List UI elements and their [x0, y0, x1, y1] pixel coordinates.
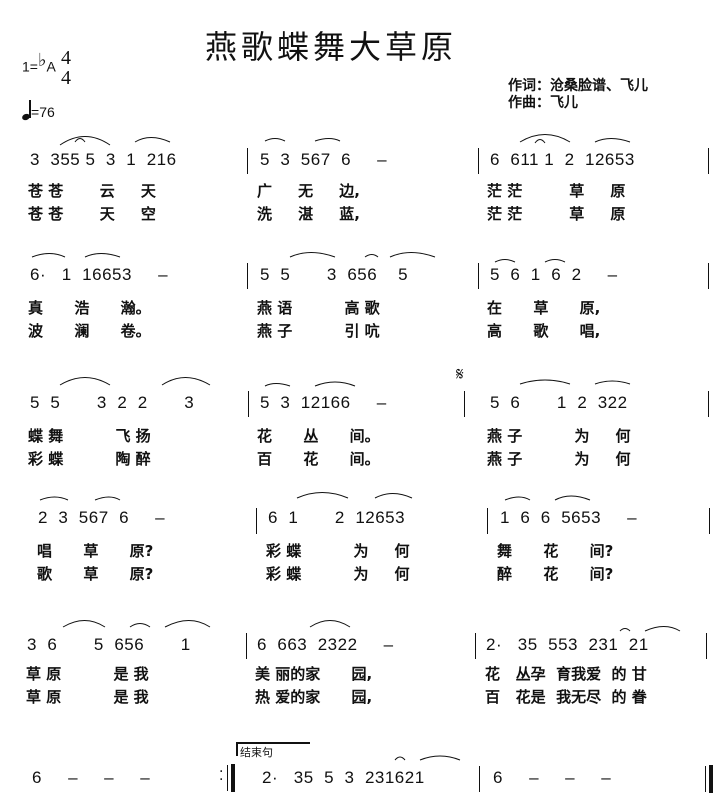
- measure-12-lyrics-verse2: 醉 花 间?: [497, 565, 614, 583]
- ending-label: 结束句: [240, 746, 273, 759]
- tempo-equals: =: [31, 104, 40, 120]
- flat-icon: ♭: [37, 49, 47, 70]
- final-barline-thick: [709, 765, 713, 793]
- barline: [247, 263, 248, 289]
- measure-9-notes: 5 6 1 2 322: [490, 393, 628, 412]
- barline: [478, 263, 479, 289]
- barline: [706, 633, 707, 659]
- measure-1-notes: 3 355 5 3 1 216: [30, 150, 177, 169]
- barline: [246, 633, 247, 659]
- measure-9-lyrics-verse2: 燕 子 为 何: [487, 450, 631, 468]
- tempo-bpm: 76: [39, 104, 55, 120]
- barline: [709, 508, 710, 534]
- measure-8-lyrics-verse1: 花 丛 间。: [257, 427, 380, 445]
- composer-credit: 作曲：飞儿: [508, 95, 578, 111]
- measure-12-lyrics-verse1: 舞 花 间?: [497, 542, 614, 560]
- barline: [256, 508, 257, 534]
- barline: [247, 148, 248, 174]
- measure-11-lyrics-verse1: 彩 蝶 为 何: [266, 542, 410, 560]
- barline: [708, 263, 709, 289]
- measure-6-notes: 5 6 1 6 2 –: [490, 265, 618, 284]
- barline: [708, 391, 709, 417]
- quarter-note-icon: [22, 100, 31, 120]
- measure-11-notes: 6 1 2 12653: [268, 508, 406, 527]
- measure-10-notes: 2 3 567 6 –: [38, 508, 166, 527]
- measure-5-lyrics-verse1: 燕 语 高 歌: [257, 299, 380, 317]
- key-note: A: [46, 58, 56, 75]
- barline: [487, 508, 488, 534]
- credits: 作词：沧桑脸谱、飞儿 作曲：飞儿: [508, 78, 648, 112]
- measure-3-notes: 6 611 1 2 12653: [490, 150, 635, 169]
- measure-2-lyrics-verse1: 广 无 边,: [257, 182, 360, 200]
- measure-4-notes: 6· 1 16653 –: [30, 265, 169, 284]
- barline: [248, 391, 249, 417]
- measure-14-lyrics-verse2: 热 爱的家 园,: [255, 688, 373, 706]
- barline: [475, 633, 476, 659]
- measure-8-notes: 5 3 12166 –: [260, 393, 387, 412]
- score-title: 燕歌蝶舞大草原: [205, 28, 458, 66]
- repeat-barline-thick: [231, 764, 235, 792]
- measure-6-lyrics-verse2: 高 歌 唱,: [487, 322, 601, 340]
- measure-2-notes: 5 3 567 6 –: [260, 150, 388, 169]
- ending-bracket: 结束句: [236, 742, 310, 759]
- measure-10-lyrics-verse1: 唱 草 原?: [37, 542, 154, 560]
- time-bottom: 4: [60, 67, 71, 89]
- measure-1-lyrics-verse1: 苍 苍 云 天: [28, 182, 156, 200]
- measure-8-lyrics-verse2: 百 花 间。: [257, 450, 380, 468]
- measure-3-lyrics-verse2: 茫 茫 草 原: [487, 205, 626, 223]
- repeat-dots: ··: [219, 764, 224, 788]
- segno-icon: 𝄋: [456, 364, 464, 385]
- measure-7-lyrics-verse1: 蝶 舞 飞 扬: [28, 427, 151, 445]
- measure-4-lyrics-verse1: 真 浩 瀚。: [28, 299, 151, 317]
- time-top: 4: [60, 47, 71, 69]
- measure-11-lyrics-verse2: 彩 蝶 为 何: [266, 565, 410, 583]
- measure-14-notes: 6 663 2322 –: [257, 635, 394, 654]
- repeat-barline-thin: [227, 765, 228, 791]
- barline: [479, 766, 480, 792]
- tempo-marking: =76: [22, 100, 55, 120]
- measure-17-notes: 2· 35 5 3 231621: [262, 768, 425, 787]
- key-prefix: 1=: [22, 58, 38, 75]
- measure-15-lyrics-verse1: 花 丛孕 育我爱 的 甘: [485, 665, 647, 683]
- measure-16-notes: 6 – – –: [32, 768, 151, 787]
- final-barline-thin: [705, 766, 706, 792]
- measure-3-lyrics-verse1: 茫 茫 草 原: [487, 182, 626, 200]
- barline: [464, 391, 465, 417]
- measure-10-lyrics-verse2: 歌 草 原?: [37, 565, 154, 583]
- measure-12-notes: 1 6 6 5653 –: [500, 508, 638, 527]
- barline: [478, 148, 479, 174]
- measure-13-notes: 3 6 5 656 1: [27, 635, 191, 654]
- measure-6-lyrics-verse1: 在 草 原,: [487, 299, 601, 317]
- measure-5-lyrics-verse2: 燕 子 引 吭: [257, 322, 380, 340]
- measure-9-lyrics-verse1: 燕 子 为 何: [487, 427, 631, 445]
- measure-18-notes: 6 – – –: [493, 768, 612, 787]
- measure-4-lyrics-verse2: 波 澜 卷。: [28, 322, 151, 340]
- measure-14-lyrics-verse1: 美 丽的家 园,: [255, 665, 373, 683]
- measure-13-lyrics-verse1: 草 原 是 我: [26, 665, 149, 683]
- measure-2-lyrics-verse2: 洗 湛 蓝,: [257, 205, 360, 223]
- barline: [708, 148, 709, 174]
- lyricist-credit: 作词：沧桑脸谱、飞儿: [508, 78, 648, 94]
- measure-15-lyrics-verse2: 百 花是 我无尽 的 眷: [485, 688, 647, 706]
- measure-1-lyrics-verse2: 苍 苍 天 空: [28, 205, 156, 223]
- measure-5-notes: 5 5 3 656 5: [260, 265, 409, 284]
- measure-13-lyrics-verse2: 草 原 是 我: [26, 688, 149, 706]
- measure-7-notes: 5 5 3 2 2 3: [30, 393, 195, 412]
- measure-7-lyrics-verse2: 彩 蝶 陶 醉: [28, 450, 151, 468]
- measure-15-notes: 2· 35 553 231 21: [486, 635, 649, 654]
